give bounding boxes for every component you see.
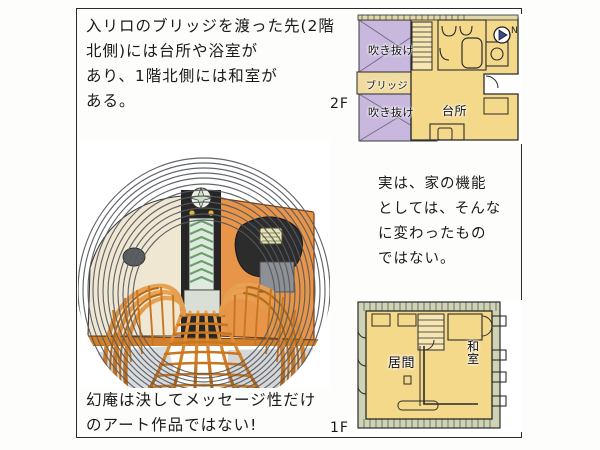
round-fixture	[490, 47, 504, 61]
door-swing-1f	[423, 339, 435, 351]
fixture-post	[403, 375, 412, 385]
note-top-text: 入リロのブリッジを渡った先(2階 北側)には台所や浴室が あり、1階北側には和室…	[86, 17, 335, 110]
stair-chevrons	[189, 219, 214, 283]
interior-illustration	[78, 140, 330, 388]
wall-hatch-top	[361, 15, 465, 20]
north-arrow-label: N	[511, 26, 518, 36]
basin-fixture	[439, 47, 450, 61]
deck-hatch-bottom	[363, 419, 491, 428]
window-bays	[491, 315, 507, 407]
note-middle-text: 実は、家の機能 としては、そんな に変わったもの ではない。	[378, 176, 502, 267]
counter-2f	[483, 97, 509, 115]
washitsu-partition	[423, 346, 478, 405]
stair-2f	[411, 21, 433, 71]
page-frame	[76, 8, 522, 438]
illustration-svg	[78, 140, 330, 388]
deck-hatch-top	[363, 302, 497, 311]
dome-arcs	[78, 157, 330, 388]
fixture-bench	[397, 400, 439, 411]
fixture-a	[371, 313, 391, 327]
bathtub-fixture	[461, 37, 483, 69]
landing	[183, 289, 221, 315]
door-swing	[485, 75, 499, 89]
floor-tag-2f: 2F	[330, 96, 349, 112]
fixture-b	[397, 313, 417, 327]
entry-room	[447, 313, 483, 341]
sink-fixture	[441, 25, 457, 37]
kitchen-sink	[437, 127, 453, 141]
floorplan-1f-svg	[356, 300, 522, 432]
north-arrow-head	[498, 29, 508, 41]
floor-tag-1f: 1F	[330, 420, 349, 436]
north-arrow: N	[492, 24, 520, 46]
left-bays	[357, 329, 367, 395]
note-bottom-text: 幻庵は決してメッセージ性だけ のアート作品ではない!	[86, 391, 317, 434]
floorplan-1f	[356, 300, 522, 432]
toilet-fixture	[459, 25, 473, 36]
